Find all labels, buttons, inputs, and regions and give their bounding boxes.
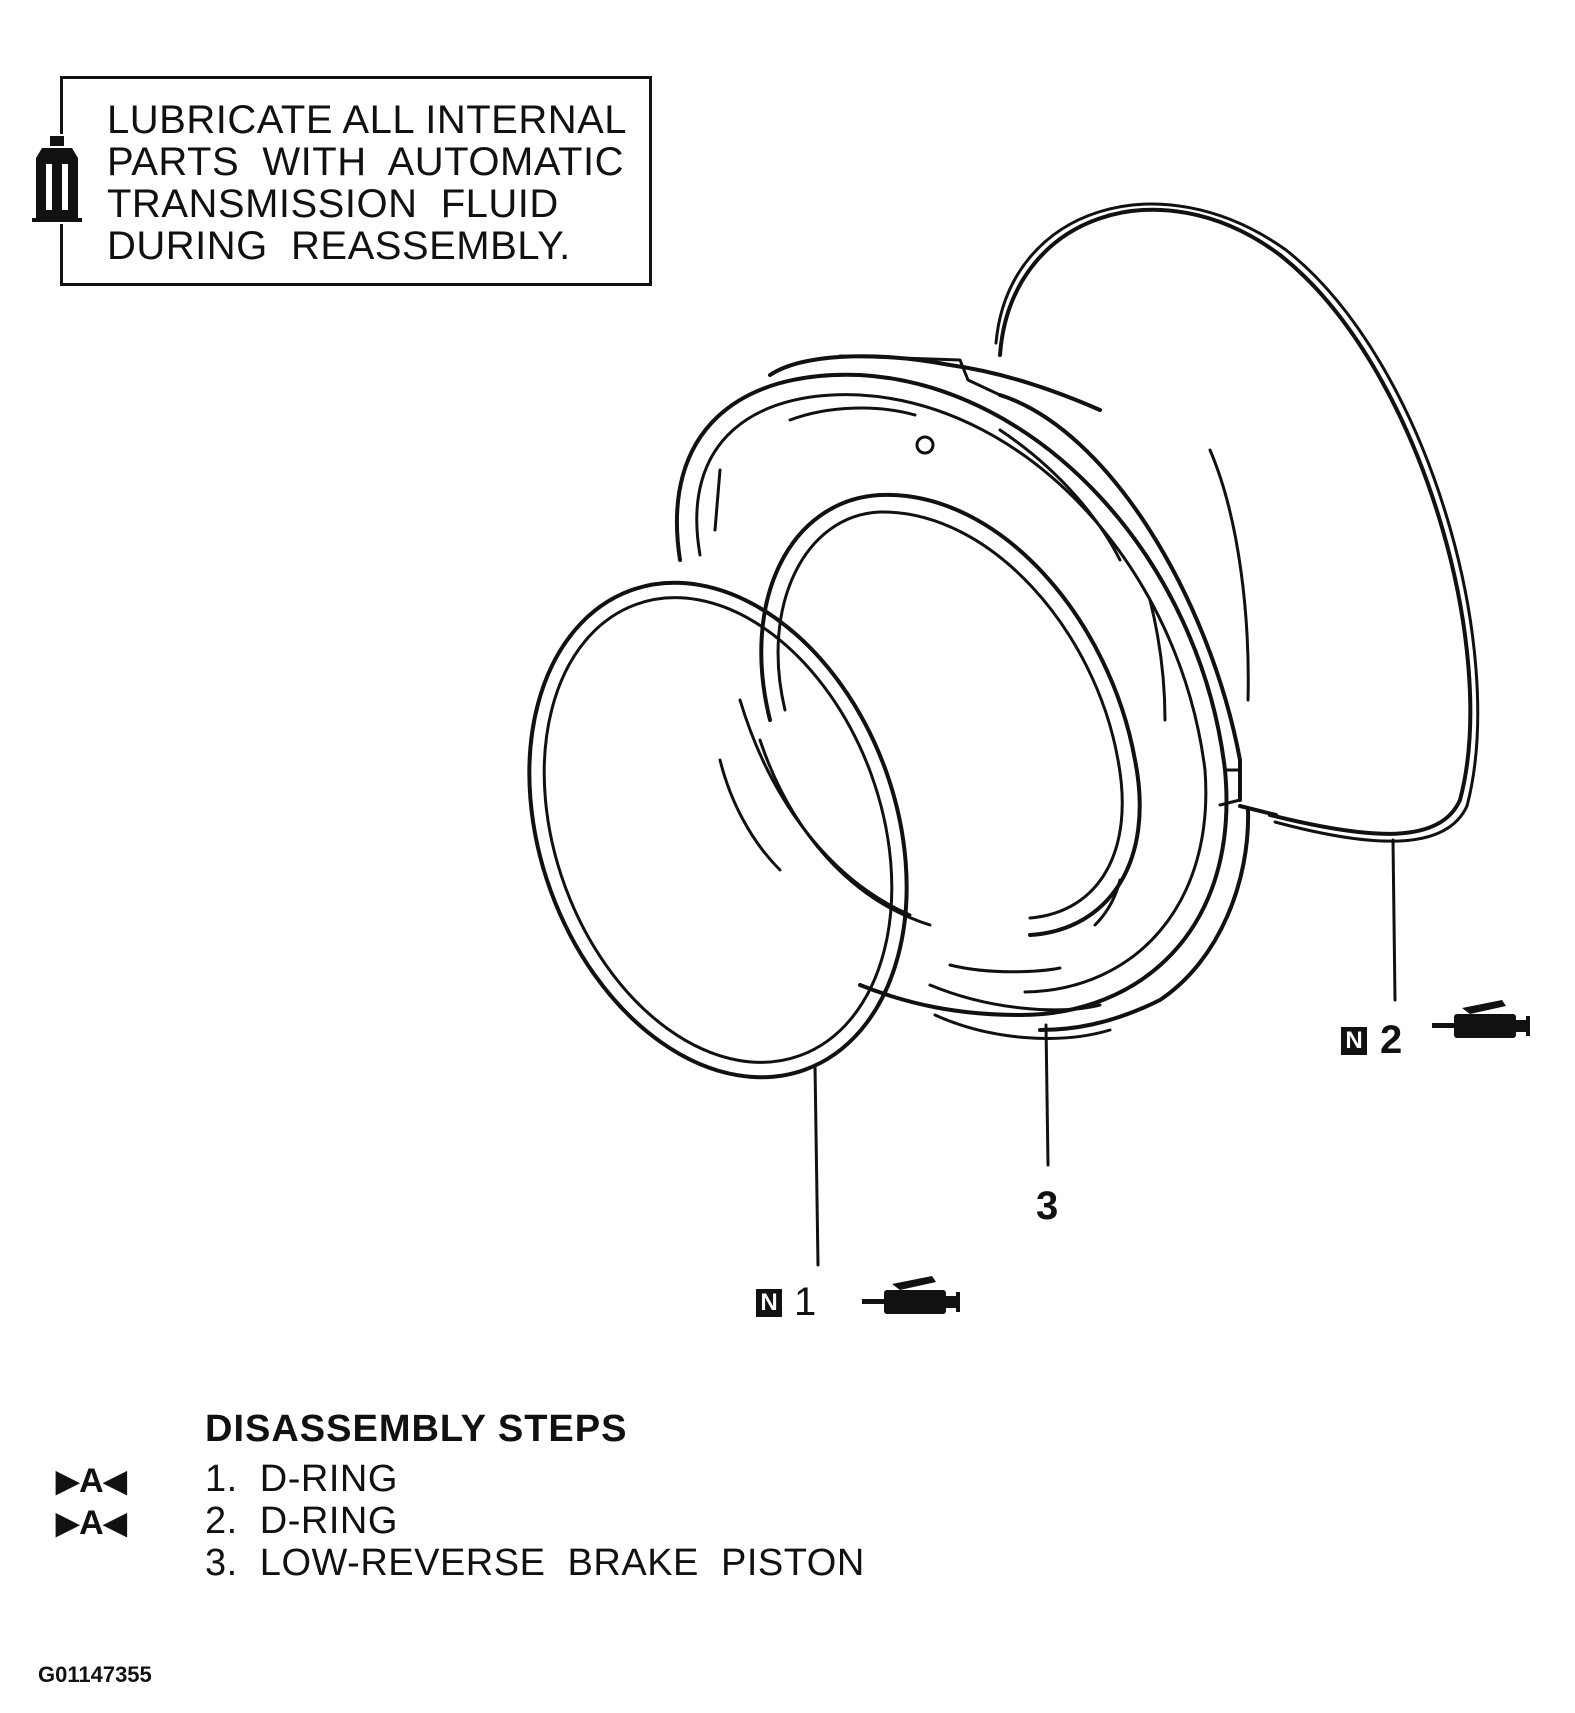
figure-code: G01147355 (38, 1662, 152, 1687)
leader-line-2 (1391, 838, 1397, 1002)
grease-gun-icon (1432, 1000, 1530, 1038)
note-line-4: DURING REASSEMBLY. (107, 224, 571, 268)
disassembly-steps-list: 1. D-RING 2. D-RING 3. LOW-REVERSE BRAKE… (205, 1458, 865, 1584)
service-point-marker-1: ▶ A ◀ (56, 1462, 127, 1501)
callout-1-number: 1 (794, 1280, 817, 1324)
arrow-right-icon: ▶ (56, 1507, 80, 1540)
low-reverse-brake-piston (674, 354, 1251, 1040)
arrow-left-icon: ◀ (103, 1465, 127, 1498)
step-item: 1. D-RING (205, 1458, 398, 1500)
callout-2-n-badge: N (1341, 1027, 1367, 1055)
leader-line-3 (1044, 1023, 1050, 1167)
note-line-2: PARTS WITH AUTOMATIC (107, 140, 624, 184)
callout-2-number: 2 (1380, 1018, 1403, 1062)
lubrication-note-box: LUBRICATE ALL INTERNAL PARTS WITH AUTOMA… (60, 76, 652, 286)
fluid-bottle-icon (28, 134, 86, 224)
arrow-left-icon: ◀ (103, 1507, 127, 1540)
d-ring-1 (527, 580, 909, 1080)
marker-letter: A (79, 1462, 104, 1500)
disassembly-steps-title: DISASSEMBLY STEPS (205, 1408, 628, 1450)
step-item: 3. LOW-REVERSE BRAKE PISTON (205, 1542, 865, 1584)
arrow-right-icon: ▶ (56, 1465, 80, 1498)
leader-line-1 (813, 1063, 820, 1267)
note-line-3: TRANSMISSION FLUID (107, 182, 559, 226)
callout-3-number: 3 (1036, 1184, 1059, 1228)
callout-1-n-badge: N (756, 1289, 782, 1317)
d-ring-2 (994, 202, 1480, 843)
grease-gun-icon (862, 1276, 960, 1314)
lubrication-note-text: LUBRICATE ALL INTERNAL PARTS WITH AUTOMA… (107, 99, 627, 267)
step-item: 2. D-RING (205, 1500, 398, 1542)
service-point-marker-2: ▶ A ◀ (56, 1504, 127, 1543)
note-line-1: LUBRICATE ALL INTERNAL (107, 98, 628, 142)
marker-letter: A (79, 1504, 104, 1542)
